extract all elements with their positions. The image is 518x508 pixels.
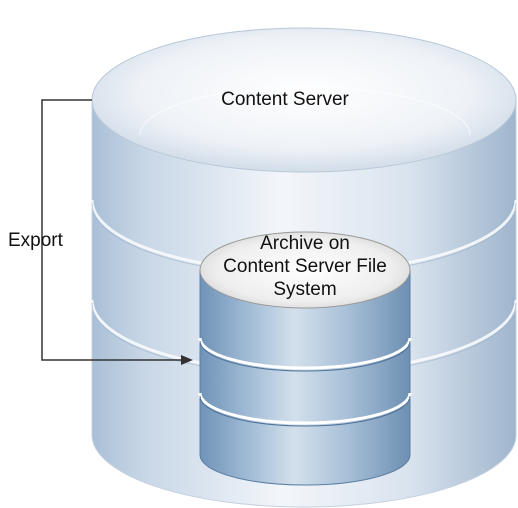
- inner-cylinder-top: [199, 231, 411, 309]
- outer-top-inner-ring: [139, 86, 471, 136]
- archive-label: Archive on Content Server File System: [223, 233, 387, 300]
- export-arrow: [41, 99, 193, 365]
- content-server-label: Content Server: [221, 89, 349, 110]
- export-arrow-line: [41, 99, 183, 361]
- inner-cylinder-body: [199, 269, 411, 486]
- inner-separator-1: [198, 337, 412, 370]
- inner-separator-1-shadow: [199, 340, 411, 372]
- inner-separator-2: [198, 392, 412, 425]
- inner-separator-2-shadow: [199, 395, 411, 427]
- export-arrowhead: [181, 355, 193, 365]
- archive-cylinder: [198, 231, 412, 486]
- export-label: Export: [8, 230, 63, 251]
